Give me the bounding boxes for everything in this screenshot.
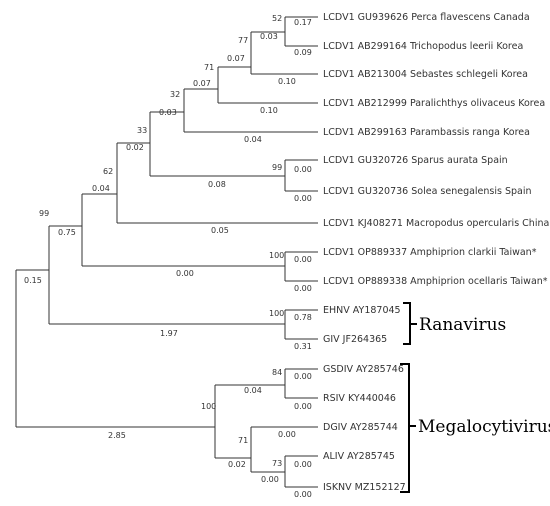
leaf-label: EHNV AY187045 (323, 305, 401, 316)
leaf-label: LCDV1 KJ408271 Macropodus opercularis Ch… (323, 218, 549, 229)
branch-length: 0.15 (24, 276, 42, 285)
branch-length: 0.03 (159, 108, 177, 117)
leaf-label: LCDV1 GU320726 Sparus aurata Spain (323, 155, 508, 166)
leaf-label: LCDV1 GU939626 Perca flavescens Canada (323, 12, 530, 23)
branch-length: 0.31 (294, 342, 312, 351)
branch-length: 0.00 (294, 284, 312, 293)
branch-length: 0.00 (294, 402, 312, 411)
megalocytivirus-brace (400, 363, 416, 493)
bootstrap-value: 100 (201, 402, 216, 411)
branch-length: 0.07 (227, 54, 245, 63)
leaf-label: GIV JF264365 (323, 334, 387, 345)
leaf-label: LCDV1 OP889337 Amphiprion clarkii Taiwan… (323, 247, 537, 258)
branch-length: 0.08 (208, 180, 226, 189)
branch-length: 0.00 (294, 165, 312, 174)
bootstrap-value: 71 (204, 63, 214, 72)
leaf-label: LCDV1 OP889338 Amphiprion ocellaris Taiw… (323, 276, 548, 287)
branch-length: 0.00 (294, 460, 312, 469)
branch-length: 0.02 (228, 460, 246, 469)
bootstrap-value: 73 (272, 459, 282, 468)
bootstrap-values: 52 77 71 32 33 62 99 99 100 100 84 100 7… (39, 14, 284, 468)
bootstrap-value: 84 (272, 368, 282, 377)
branch-length: 0.04 (244, 135, 262, 144)
branch-length: 0.78 (294, 313, 312, 322)
bootstrap-value: 100 (269, 309, 284, 318)
megalocytivirus-label: Megalocytivirus (418, 417, 550, 437)
branch-length: 2.85 (108, 431, 126, 440)
leaf-label: LCDV1 AB299163 Parambassis ranga Korea (323, 127, 530, 138)
branch-length: 0.03 (260, 32, 278, 41)
ranavirus-bracket: Ranavirus (403, 302, 506, 345)
branch-length: 0.00 (294, 255, 312, 264)
branch-length: 0.04 (244, 386, 262, 395)
branch-length: 0.17 (294, 18, 312, 27)
leaf-label: LCDV1 AB212999 Paralichthys olivaceus Ko… (323, 98, 545, 109)
branch-length: 0.00 (294, 372, 312, 381)
branch-length: 0.00 (294, 194, 312, 203)
leaf-label: ALIV AY285745 (323, 451, 395, 462)
branch-length: 0.10 (278, 77, 296, 86)
branch-length: 0.00 (261, 475, 279, 484)
leaf-labels: LCDV1 GU939626 Perca flavescens Canada L… (323, 12, 549, 493)
leaf-label: RSIV KY440046 (323, 393, 396, 404)
tree-branches (15, 16, 318, 488)
leaf-label: ISKNV MZ152127 (323, 482, 406, 493)
bootstrap-value: 32 (170, 90, 180, 99)
branch-length: 0.05 (211, 226, 229, 235)
ranavirus-brace (403, 302, 417, 345)
bootstrap-value: 99 (39, 209, 49, 218)
leaf-label: LCDV1 AB213004 Sebastes schlegeli Korea (323, 69, 528, 80)
branch-length: 0.02 (126, 143, 144, 152)
bootstrap-value: 71 (238, 436, 248, 445)
branch-length: 0.75 (58, 228, 76, 237)
branch-length: 0.09 (294, 48, 312, 57)
branch-length: 0.04 (92, 184, 110, 193)
megalocytivirus-bracket: Megalocytivirus (400, 363, 550, 493)
bootstrap-value: 99 (272, 163, 282, 172)
leaf-label: DGIV AY285744 (323, 422, 398, 433)
branch-length: 0.00 (294, 490, 312, 499)
bootstrap-value: 52 (272, 14, 282, 23)
bootstrap-value: 33 (137, 126, 147, 135)
leaf-label: LCDV1 AB299164 Trichopodus leerii Korea (323, 41, 523, 52)
branch-length: 0.10 (260, 106, 278, 115)
ranavirus-label: Ranavirus (419, 315, 506, 335)
branch-length: 1.97 (160, 329, 178, 338)
bootstrap-value: 100 (269, 251, 284, 260)
leaf-label: GSDIV AY285746 (323, 364, 404, 375)
bootstrap-value: 77 (238, 36, 248, 45)
leaf-label: LCDV1 GU320736 Solea senegalensis Spain (323, 186, 532, 197)
branch-length: 0.00 (176, 269, 194, 278)
branch-length: 0.00 (278, 430, 296, 439)
bootstrap-value: 62 (103, 167, 113, 176)
branch-length-values: 0.17 0.09 0.03 0.10 0.07 0.10 0.07 0.04 … (24, 18, 312, 499)
branch-length: 0.07 (193, 79, 211, 88)
